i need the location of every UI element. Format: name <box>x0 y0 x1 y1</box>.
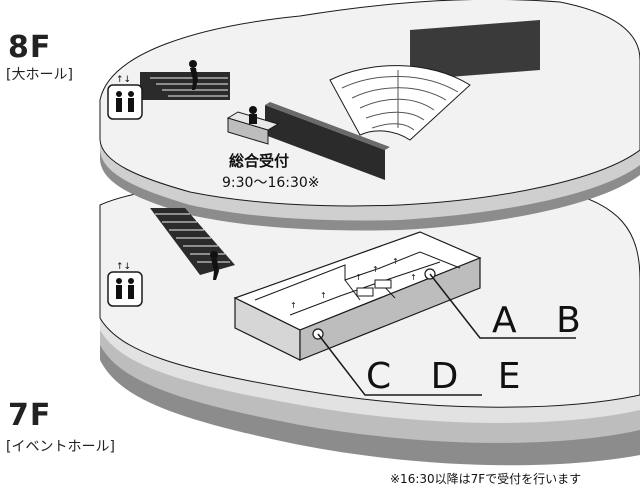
floor-8f-number: 8F <box>8 30 52 65</box>
svg-text:↑↓: ↑↓ <box>116 75 131 85</box>
reception-hours: 9:30〜16:30※ <box>222 175 320 191</box>
walking-person-icon-8f <box>189 60 198 90</box>
elevator-icon-7f: ↑↓ <box>107 262 143 307</box>
hall-seating <box>329 65 471 141</box>
room-cde-label: C D E <box>366 356 535 397</box>
floor-7f-name: [イベントホール] <box>6 439 115 455</box>
elevator-icon-8f: ↑↓ <box>107 75 143 120</box>
svg-text:↑: ↑ <box>355 273 362 282</box>
svg-text:↑↓: ↑↓ <box>116 262 131 272</box>
walking-person-icon-7f <box>210 251 219 280</box>
room-cde-marker <box>312 328 482 396</box>
svg-text:↑: ↑ <box>320 291 327 300</box>
hall-stage-block <box>410 20 540 80</box>
room-ab-marker <box>424 268 576 339</box>
reception-title: 総合受付 <box>229 152 290 170</box>
event-hall-building: ↑ ↑ ↑ ↑ ↑ ↑ <box>233 231 482 361</box>
room-ab-label: A B <box>492 300 595 341</box>
hall-front-wall <box>265 102 390 180</box>
svg-text:↑: ↑ <box>410 273 417 282</box>
floor-8f-name: [大ホール] <box>6 67 73 83</box>
svg-text:↑: ↑ <box>372 265 379 274</box>
svg-text:↑: ↑ <box>290 301 297 310</box>
stairs-8f <box>140 72 230 100</box>
floor-7f-number: 7F <box>8 398 52 433</box>
footnote: ※16:30以降は7Fで受付を行います <box>390 472 582 486</box>
svg-text:↑: ↑ <box>392 257 399 266</box>
staff-person-icon <box>249 106 257 124</box>
